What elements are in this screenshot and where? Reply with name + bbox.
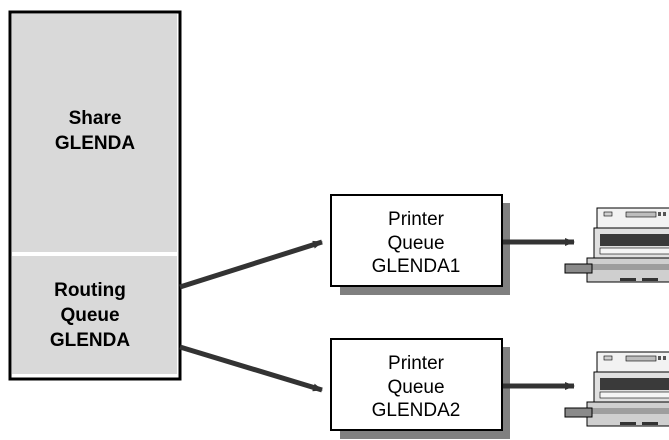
share-panel	[12, 14, 177, 252]
share-name: GLENDA	[55, 133, 136, 154]
printer-queue-2-box	[330, 338, 503, 431]
printer-queue-2-label: Printer	[388, 353, 445, 374]
printer-queue-1-label-2: Queue	[387, 233, 444, 254]
server-column: Share GLENDA Routing Queue GLENDA	[8, 10, 182, 381]
share-label: Share	[69, 108, 122, 129]
server-outline	[8, 10, 182, 381]
routing-queue-label: Routing	[54, 280, 126, 301]
printer-icon	[564, 207, 669, 283]
printer-queue-1-label: Printer	[388, 209, 445, 230]
printer-queue-1-name: GLENDA1	[372, 256, 461, 277]
printer-queue-1-box	[330, 194, 503, 287]
route-arrow-1	[179, 239, 323, 290]
routing-queue-panel	[12, 256, 177, 374]
printer-queue-2-name: GLENDA2	[372, 400, 461, 421]
routing-queue-label-2: Queue	[60, 305, 119, 326]
route-arrow-2	[179, 344, 323, 393]
printer-icon	[564, 351, 669, 427]
printer-queue-1: Printer Queue GLENDA1	[330, 194, 510, 295]
printer-queue-2: Printer Queue GLENDA2	[330, 338, 510, 439]
printer-queue-2-label-2: Queue	[387, 377, 444, 398]
routing-queue-name: GLENDA	[50, 330, 131, 351]
